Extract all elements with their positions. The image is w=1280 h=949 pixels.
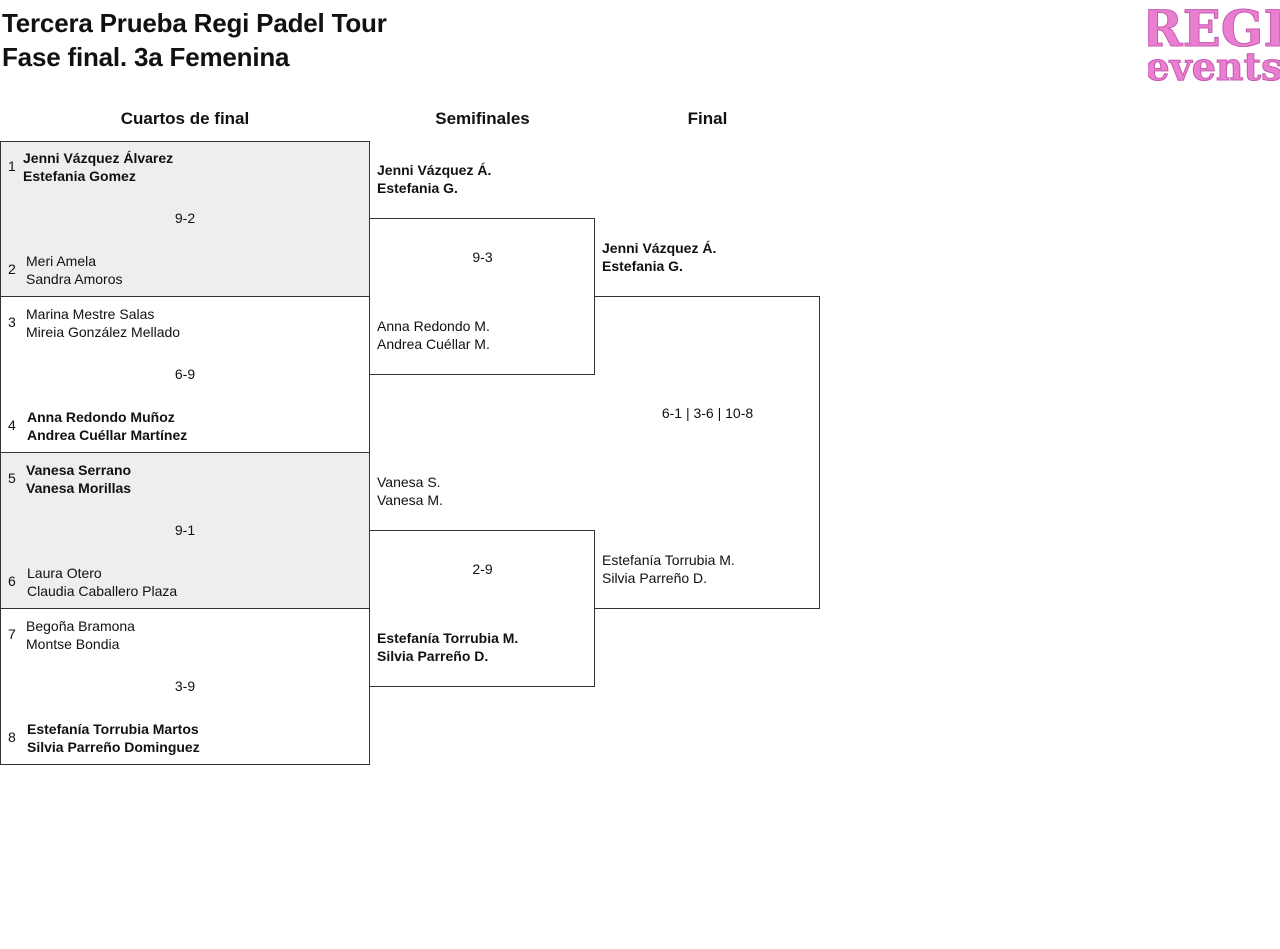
player-name: Jenni Vázquez Á. bbox=[602, 240, 717, 256]
player-name: Vanesa S. bbox=[377, 474, 441, 490]
seed-number: 1 bbox=[8, 158, 16, 174]
player-name: Laura Otero bbox=[27, 565, 102, 581]
sf1-team-bottom: Anna Redondo M. Andrea Cuéllar M. bbox=[377, 317, 490, 353]
qf4-score: 3-9 bbox=[174, 678, 196, 694]
qf3-team-bottom: Laura Otero Claudia Caballero Plaza bbox=[27, 564, 177, 600]
player-name: Jenni Vázquez Álvarez bbox=[23, 150, 174, 166]
seed-number: 5 bbox=[8, 470, 16, 486]
player-name: Vanesa M. bbox=[377, 492, 443, 508]
qf4-team-bottom: Estefanía Torrubia Martos Silvia Parreño… bbox=[27, 720, 200, 756]
player-name: Estefanía Torrubia M. bbox=[602, 552, 735, 568]
qf2-score: 6-9 bbox=[174, 366, 196, 382]
page-subtitle: Fase final. 3a Femenina bbox=[2, 42, 290, 72]
player-name: Estefanía Torrubia M. bbox=[377, 630, 519, 646]
final-team-top: Jenni Vázquez Á. Estefania G. bbox=[602, 239, 716, 275]
player-name: Claudia Caballero Plaza bbox=[27, 583, 178, 599]
qf-match-3 bbox=[0, 452, 370, 609]
sf1-team-top: Jenni Vázquez Á. Estefania G. bbox=[377, 161, 491, 197]
qf1-team-top: Jenni Vázquez Álvarez Estefania Gomez bbox=[23, 149, 173, 185]
player-name: Estefanía Torrubia Martos bbox=[27, 721, 199, 737]
seed-number: 4 bbox=[8, 417, 16, 433]
player-name: Vanesa Morillas bbox=[26, 480, 132, 496]
player-name: Anna Redondo Muñoz bbox=[27, 409, 175, 425]
round-header-final: Final bbox=[687, 109, 728, 128]
final-match-bracket bbox=[594, 296, 820, 609]
player-name: Estefania G. bbox=[602, 258, 683, 274]
player-name: Andrea Cuéllar Martínez bbox=[27, 427, 188, 443]
qf-match-1 bbox=[0, 141, 370, 297]
seed-number: 2 bbox=[8, 261, 16, 277]
qf3-team-top: Vanesa Serrano Vanesa Morillas bbox=[26, 461, 131, 497]
player-name: Estefania Gomez bbox=[23, 168, 136, 184]
seed-number: 6 bbox=[8, 573, 16, 589]
qf4-team-top: Begoña Bramona Montse Bondia bbox=[26, 617, 135, 653]
page-title: Tercera Prueba Regi Padel Tour bbox=[2, 8, 387, 38]
sf1-score: 9-3 bbox=[472, 249, 493, 265]
final-score: 6-1 | 3-6 | 10-8 bbox=[661, 405, 754, 421]
player-name: Silvia Parreño D. bbox=[602, 570, 708, 586]
final-team-bottom: Estefanía Torrubia M. Silvia Parreño D. bbox=[602, 551, 735, 587]
regi-events-logo: REGI events bbox=[1148, 0, 1280, 84]
player-name: Sandra Amoros bbox=[26, 271, 123, 287]
player-name: Estefania G. bbox=[377, 180, 458, 196]
player-name: Meri Amela bbox=[26, 253, 97, 269]
player-name: Anna Redondo M. bbox=[377, 318, 490, 334]
player-name: Jenni Vázquez Á. bbox=[377, 162, 492, 178]
seed-number: 3 bbox=[8, 314, 16, 330]
player-name: Vanesa Serrano bbox=[26, 462, 132, 478]
sf2-team-bottom: Estefanía Torrubia M. Silvia Parreño D. bbox=[377, 629, 518, 665]
sf2-team-top: Vanesa S. Vanesa M. bbox=[377, 473, 443, 509]
round-header-semifinals: Semifinales bbox=[435, 109, 530, 128]
qf2-team-bottom: Anna Redondo Muñoz Andrea Cuéllar Martín… bbox=[27, 408, 187, 444]
player-name: Silvia Parreño D. bbox=[377, 648, 489, 664]
logo-text-bottom: events bbox=[1148, 44, 1280, 84]
player-name: Marina Mestre Salas bbox=[26, 306, 155, 322]
round-header-quarterfinals: Cuartos de final bbox=[120, 109, 250, 128]
qf3-score: 9-1 bbox=[174, 522, 196, 538]
qf1-team-bottom: Meri Amela Sandra Amoros bbox=[26, 252, 123, 288]
player-name: Montse Bondia bbox=[26, 636, 120, 652]
sf2-score: 2-9 bbox=[472, 561, 493, 577]
player-name: Mireia González Mellado bbox=[26, 324, 181, 340]
player-name: Begoña Bramona bbox=[26, 618, 135, 634]
qf1-score: 9-2 bbox=[174, 210, 196, 226]
qf2-team-top: Marina Mestre Salas Mireia González Mell… bbox=[26, 305, 180, 341]
seed-number: 7 bbox=[8, 626, 16, 642]
player-name: Silvia Parreño Dominguez bbox=[27, 739, 200, 755]
player-name: Andrea Cuéllar M. bbox=[377, 336, 490, 352]
seed-number: 8 bbox=[8, 729, 16, 745]
logo-text-top: REGI bbox=[1148, 0, 1280, 58]
